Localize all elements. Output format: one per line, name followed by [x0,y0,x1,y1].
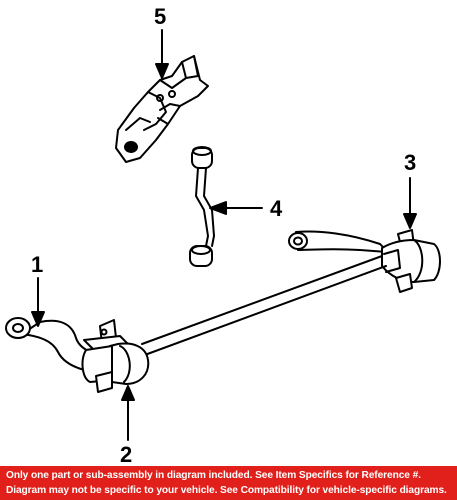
mounting-bracket-part [115,55,209,163]
stabilizer-bushing-part [81,319,150,393]
callout-5: 5 [154,4,166,29]
callout-leaders [31,29,417,441]
stabilizer-bar-part [5,255,387,374]
callout-2: 2 [120,442,132,466]
disclaimer-line-1: Only one part or sub-assembly in diagram… [6,470,421,481]
disclaimer-line-2: Diagram may not be specific to your vehi… [6,485,447,496]
right-stabilizer-arm [288,230,389,253]
stabilizer-link-part [189,146,215,267]
right-bushing-assembly [381,229,441,293]
disclaimer-banner: Only one part or sub-assembly in diagram… [0,466,457,500]
callout-1: 1 [31,252,43,277]
callout-4: 4 [270,196,283,221]
parts-diagram: 5 3 4 1 2 [5,4,441,466]
callout-3: 3 [404,150,416,175]
